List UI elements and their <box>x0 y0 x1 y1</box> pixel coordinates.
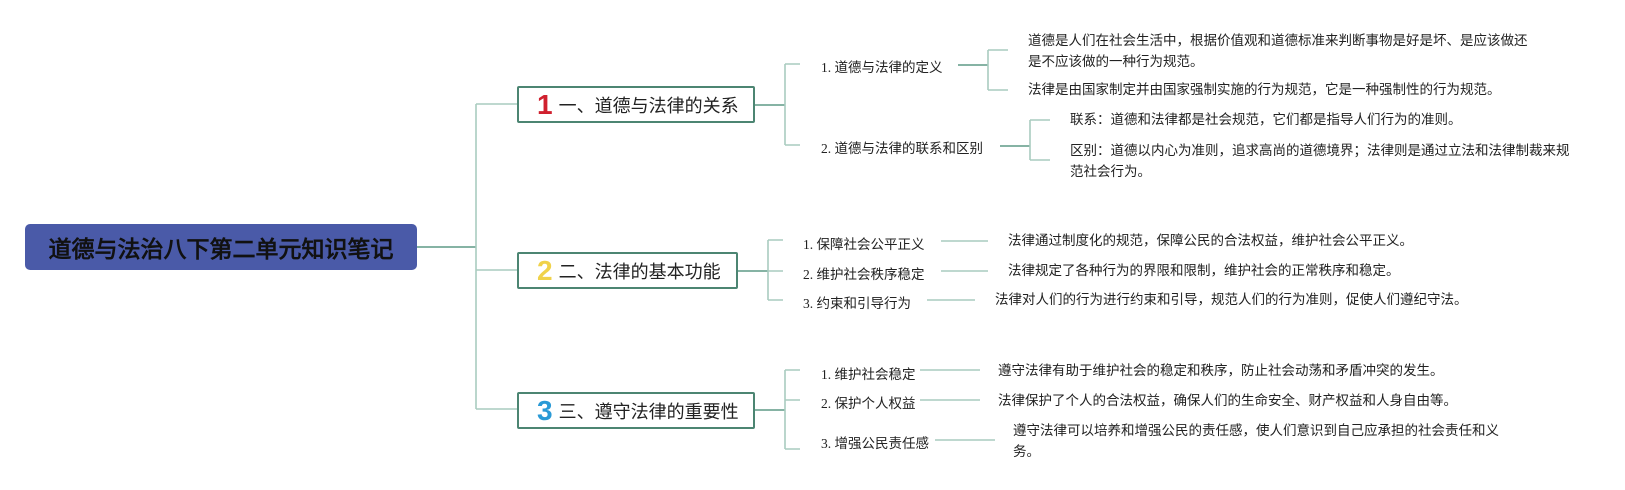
branch-title-1: 一、道德与法律的关系 <box>558 95 739 117</box>
subtopic-2-3[interactable]: 3. 约束和引导行为 <box>803 296 911 311</box>
subtopic-3-3[interactable]: 3. 增强公民责任感 <box>821 436 929 451</box>
branch-topic-1[interactable]: 1 一、道德与法律的关系 <box>517 86 755 123</box>
detail-1-1-1[interactable]: 道德是人们在社会生活中，根据价值观和道德标准来判断事物是好是坏、是应该做还是不应… <box>1028 33 1528 70</box>
subtopic-3-2[interactable]: 2. 保护个人权益 <box>821 396 916 411</box>
detail-1-1-2[interactable]: 法律是由国家制定并由国家强制实施的行为规范，它是一种强制性的行为规范。 <box>1028 82 1501 98</box>
detail-2-1[interactable]: 法律通过制度化的规范，保障公民的合法权益，维护社会公平正义。 <box>1008 233 1413 249</box>
subtopic-1-2[interactable]: 2. 道德与法律的联系和区别 <box>821 141 983 156</box>
root-title: 道德与法治八下第二单元知识笔记 <box>48 237 394 263</box>
detail-3-1[interactable]: 遵守法律有助于维护社会的稳定和秩序，防止社会动荡和矛盾冲突的发生。 <box>998 363 1444 379</box>
detail-3-2[interactable]: 法律保护了个人的合法权益，确保人们的生命安全、财产权益和人身自由等。 <box>998 393 1457 409</box>
branch-topic-2[interactable]: 2 二、法律的基本功能 <box>517 252 738 289</box>
detail-2-3[interactable]: 法律对人们的行为进行约束和引导，规范人们的行为准则，促使人们遵纪守法。 <box>995 292 1468 308</box>
detail-2-2[interactable]: 法律规定了各种行为的界限和限制，维护社会的正常秩序和稳定。 <box>1008 263 1400 279</box>
detail-1-2-2[interactable]: 区别：道德以内心为准则，追求高尚的道德境界；法律则是通过立法和法律制裁来规范社会… <box>1070 143 1570 180</box>
detail-1-2-1[interactable]: 联系：道德和法律都是社会规范，它们都是指导人们行为的准则。 <box>1070 112 1462 128</box>
root-topic[interactable]: 道德与法治八下第二单元知识笔记 <box>25 224 417 270</box>
number-icon-3: 3 <box>537 394 553 426</box>
number-icon-1: 1 <box>537 88 553 120</box>
subtopic-3-1[interactable]: 1. 维护社会稳定 <box>821 367 916 382</box>
subtopic-2-2[interactable]: 2. 维护社会秩序稳定 <box>803 267 925 282</box>
number-icon-2: 2 <box>537 254 553 286</box>
subtopic-1-1[interactable]: 1. 道德与法律的定义 <box>821 60 943 75</box>
branch-title-3: 三、遵守法律的重要性 <box>558 401 739 423</box>
subtopic-2-1[interactable]: 1. 保障社会公平正义 <box>803 237 925 252</box>
branch-topic-3[interactable]: 3 三、遵守法律的重要性 <box>517 392 755 429</box>
detail-3-3[interactable]: 遵守法律可以培养和增强公民的责任感，使人们意识到自己应承担的社会责任和义务。 <box>1013 423 1499 460</box>
branch-title-2: 二、法律的基本功能 <box>558 261 721 283</box>
